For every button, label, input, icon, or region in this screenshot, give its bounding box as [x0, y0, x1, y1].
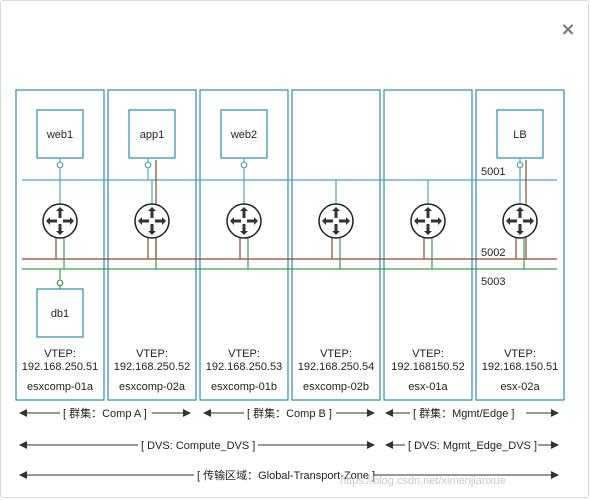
- cluster-mgmt-label: [ 群集：Mgmt/Edge ]: [413, 406, 514, 420]
- router-icon: [226, 203, 262, 239]
- vm-label: web1: [46, 129, 73, 141]
- web2-port: [240, 161, 248, 169]
- vm-web2[interactable]: web2: [220, 109, 268, 159]
- lb-port: [516, 161, 524, 169]
- vtep-label: VTEP:: [44, 348, 76, 360]
- host-name: esxcomp-02b: [303, 381, 369, 393]
- vtep-label: VTEP:: [504, 348, 536, 360]
- segment-5003-label: 5003: [481, 276, 505, 288]
- router-icon: [502, 203, 538, 239]
- vm-db1[interactable]: db1: [36, 288, 84, 338]
- host-name: esx-01a: [408, 381, 448, 393]
- close-icon[interactable]: ×: [560, 19, 576, 40]
- db1-port: [56, 279, 64, 287]
- vm-label: LB: [513, 129, 526, 141]
- vtep-ip: 192.168.250.53: [206, 361, 282, 373]
- cluster-a-span: [ 群集：Comp A ]: [19, 405, 191, 421]
- vtep-label: VTEP:: [228, 348, 260, 360]
- cluster-mgmt-span: [ 群集：Mgmt/Edge ]: [385, 405, 559, 421]
- vm-label: web2: [230, 129, 257, 141]
- transport-zone-span: [ 传输区域：Global-Transport-Zone ]: [19, 467, 559, 483]
- segment-5001-label: 5001: [481, 166, 505, 178]
- vtep-label: VTEP:: [136, 348, 168, 360]
- dvs-compute-span: [ DVS: Compute_DVS ]: [19, 437, 375, 453]
- vtep-ip: 192.168.250.52: [114, 361, 190, 373]
- cluster-b-label: [ 群集：Comp B ]: [247, 406, 332, 420]
- dvs-compute-label: [ DVS: Compute_DVS ]: [141, 440, 255, 452]
- host-box-esx-02a: LB VTEP:192.168.150.51 esx-02a: [475, 89, 565, 401]
- vm-web1[interactable]: web1: [36, 109, 84, 159]
- vtep-label: VTEP:: [412, 348, 444, 360]
- cluster-b-span: [ 群集：Comp B ]: [203, 405, 375, 421]
- dvs-mgmt-label: [ DVS: Mgmt_Edge_DVS ]: [408, 440, 537, 452]
- host-name: esxcomp-01a: [27, 381, 94, 393]
- dvs-mgmt-span: [ DVS: Mgmt_Edge_DVS ]: [385, 437, 559, 453]
- vm-label: app1: [140, 129, 164, 141]
- vm-LB[interactable]: LB: [496, 109, 544, 159]
- segment-5002-label: 5002: [481, 247, 505, 259]
- cluster-a-label: [ 群集：Comp A ]: [63, 406, 147, 420]
- vm-app1[interactable]: app1: [128, 109, 176, 159]
- transport-zone-label: [ 传输区域：Global-Transport-Zone ]: [197, 468, 375, 482]
- watermark: https://blog.csdn.net/ximenjianxue: [340, 475, 506, 487]
- host-name: esxcomp-01b: [211, 381, 277, 393]
- web1-port: [56, 161, 64, 169]
- vtep-ip: 192.168.150.51: [482, 361, 558, 373]
- host-name: esx-02a: [500, 381, 540, 393]
- host-name: esxcomp-02a: [119, 381, 186, 393]
- app1-port: [144, 161, 152, 169]
- host-box-esx-01a: VTEP:192.168150.52 esx-01a: [383, 89, 473, 401]
- vm-label: db1: [51, 308, 69, 320]
- router-icon: [410, 203, 446, 239]
- router-icon: [42, 203, 78, 239]
- vtep-ip: 192.168150.52: [391, 361, 464, 373]
- vtep-ip: 192.168.250.51: [22, 361, 98, 373]
- router-icon: [134, 203, 170, 239]
- vtep-label: VTEP:: [320, 348, 352, 360]
- vtep-ip: 192.168.250.54: [298, 361, 374, 373]
- router-icon: [318, 203, 354, 239]
- host-box-esxcomp-02b: VTEP:192.168.250.54 esxcomp-02b: [291, 89, 381, 401]
